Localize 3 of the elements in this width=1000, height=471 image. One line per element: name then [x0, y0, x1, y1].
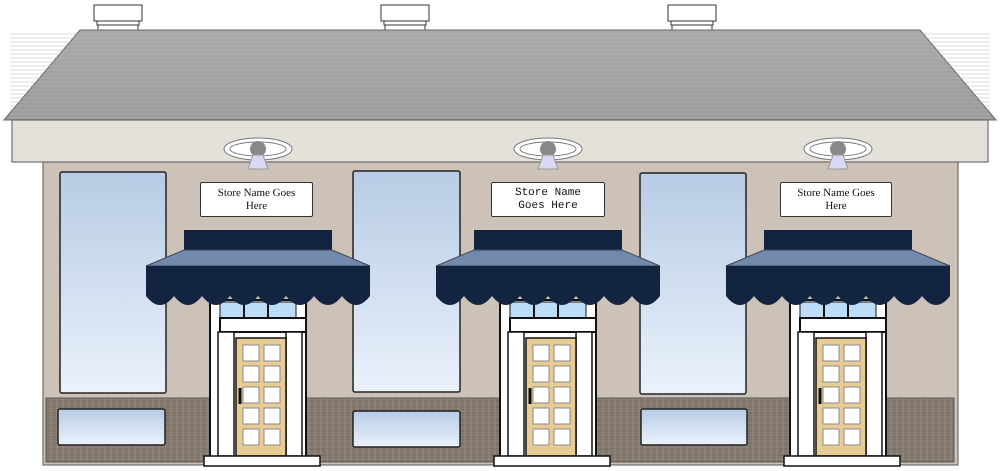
- store-sign: Store Name Goes Here: [780, 182, 892, 217]
- store-sign: Store Name Goes Here: [200, 182, 313, 217]
- store-sign: Store Name Goes Here: [491, 182, 605, 217]
